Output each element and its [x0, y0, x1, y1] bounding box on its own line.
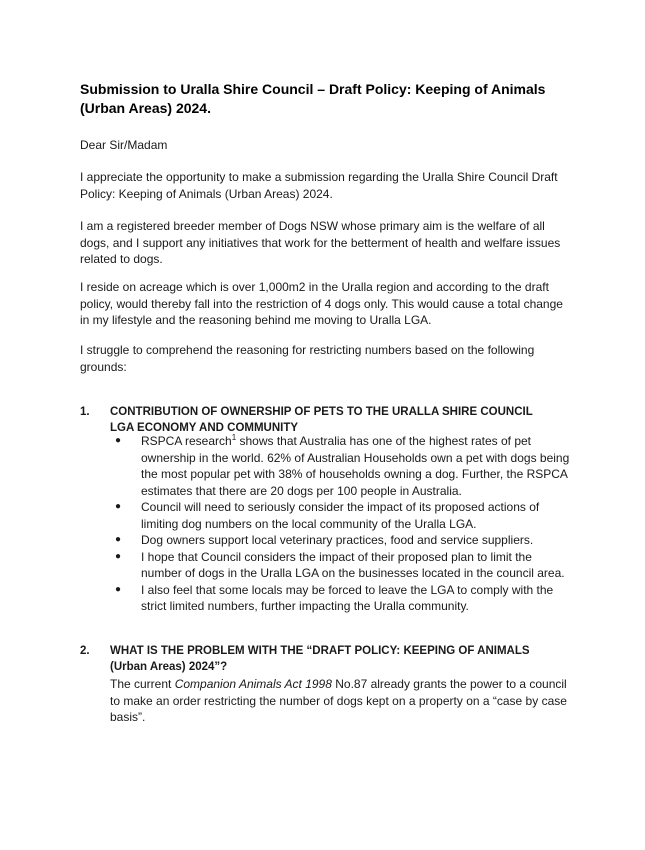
paragraph-breeder: I am a registered breeder member of Dogs…	[80, 219, 561, 266]
section-1-number: 1.	[80, 406, 90, 418]
bullet-icon: ●	[115, 550, 122, 562]
section-2-body: The current Companion Animals Act 1998 N…	[110, 676, 570, 726]
bullet-icon: ●	[115, 435, 122, 446]
bullet-item: ● I hope that Council considers the impac…	[110, 549, 570, 582]
section-2-number: 2.	[80, 645, 90, 657]
bullet-item: ● Dog owners support local veterinary pra…	[110, 532, 570, 549]
bullet-item: ● I also feel that some locals may be for…	[110, 582, 570, 615]
footnote-marker: 1	[231, 433, 237, 442]
salutation: Dear Sir/Madam	[80, 138, 168, 152]
bullet-lead: Dog owners support local veterinary prac…	[141, 533, 534, 547]
bullet-icon: ●	[115, 583, 122, 595]
bullet-lead: Council will need to seriously consider …	[141, 500, 540, 531]
bullet-lead: RSPCA research	[141, 434, 232, 448]
bullet-icon: ●	[115, 501, 122, 512]
section-2-heading: WHAT IS THE PROBLEM WITH THE “DRAFT POLI…	[110, 645, 530, 673]
act-title: Companion Animals Act 1998	[174, 677, 332, 691]
bullet-text: shows that Australia has one of the high…	[141, 434, 570, 498]
bullet-icon: ●	[115, 534, 122, 545]
bullet-lead: I also feel that some locals may be forc…	[141, 582, 554, 614]
section-1-heading: CONTRIBUTION OF OWNERSHIP OF PETS TO THE…	[110, 406, 533, 434]
section-1-bullet-list: ● RSPCA research1 shows that Australia ha…	[110, 433, 570, 615]
paragraph-intro: I appreciate the opportunity to make a s…	[80, 170, 558, 201]
bullet-item: ● RSPCA research1 shows that Australia ha…	[110, 433, 570, 499]
document-title: Submission to Uralla Shire Council – Dra…	[80, 81, 546, 116]
paragraph-grounds: I struggle to comprehend the reasoning f…	[80, 343, 535, 374]
bullet-item: ● Council will need to seriously consider…	[110, 499, 570, 532]
bullet-lead: I hope that Council considers the impact…	[141, 549, 565, 581]
section-2-body-pre: The current	[110, 677, 175, 691]
paragraph-acreage: I reside on acreage which is over 1,000m…	[80, 280, 563, 327]
section-2-body-post: No.87 already grants the power to a coun…	[110, 677, 567, 724]
